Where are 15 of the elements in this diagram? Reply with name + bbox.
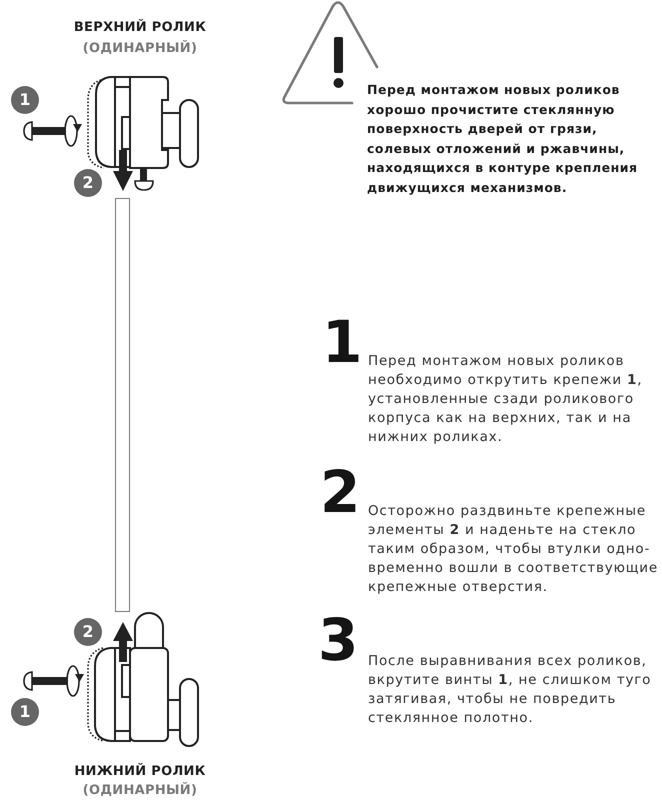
roller-subtitle: (ОДИНАРНЫЙ) (82, 41, 198, 57)
callout-number: 2 (74, 169, 102, 197)
roller-title: ВЕРХНИЙ РОЛИК (74, 20, 206, 36)
step-text: После выравнивания всех роликов, вкрутите винты 1, не слишком туго затягивая, чтобы не повредить стеклянное полотно. (368, 652, 652, 728)
roller-subtitle: (ОДИНАРНЫЙ) (82, 783, 198, 799)
step-number: 1 (322, 320, 362, 364)
callout-number: 1 (11, 86, 39, 114)
callout-number: 2 (74, 618, 102, 646)
warning-text: Перед монтажом новых роликов хорошо прочистите стеклянную поверхность дверей от грязи, солевых отложений и ржавчины, находящихся в контуре крепления движущихся механизмов. (367, 81, 639, 197)
step-text: Перед монтажом новых роликов необходимо открутить крепежи 1, установленные сзади роликового корпуса как на верхних, так и на нижних роликах. (368, 352, 644, 447)
roller-title: НИЖНИЙ РОЛИК (74, 764, 206, 780)
step-number: 2 (320, 470, 360, 514)
callout-number: 1 (11, 698, 39, 726)
step-text: Осторожно раздвиньте крепежные элементы 2 и наденьте на стекло таким образом, чтобы втулки одно-временно вошли в соответствующие крепежные отверстия. (368, 502, 659, 597)
step-number: 3 (318, 618, 358, 662)
